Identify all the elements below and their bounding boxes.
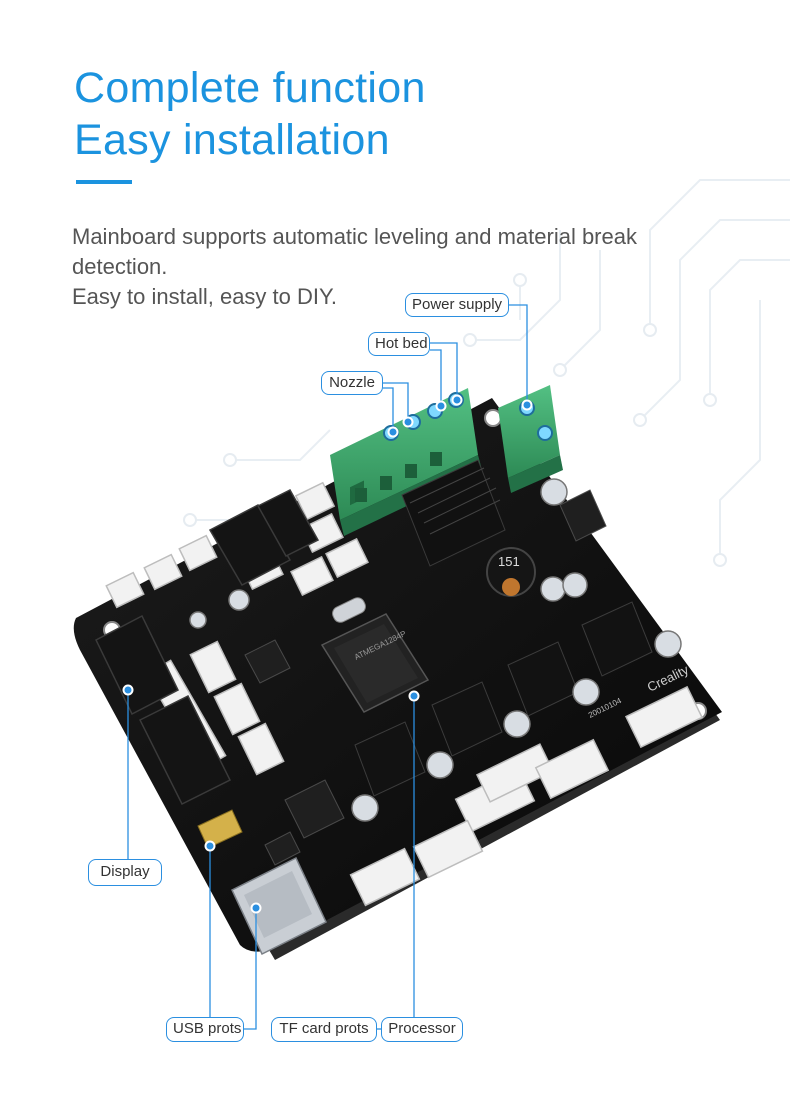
heatsink-driver-y xyxy=(431,681,503,757)
capacitors xyxy=(189,478,682,822)
terminal-block-power xyxy=(498,385,563,493)
box-headers xyxy=(95,489,320,806)
inductor: 151 xyxy=(486,547,536,597)
callout-processor: Processor xyxy=(381,1017,463,1042)
description: Mainboard supports automatic leveling an… xyxy=(72,222,712,312)
callout-nozzle: Nozzle xyxy=(321,371,383,395)
processor-chip: ATMEGA1284P xyxy=(320,613,430,713)
headline: Complete function Easy installation xyxy=(74,62,426,166)
inductor-label: 151 xyxy=(498,554,520,569)
tf-card-slot xyxy=(231,856,327,956)
description-line-1: Mainboard supports automatic leveling an… xyxy=(72,224,637,279)
heatsink-driver-x xyxy=(354,721,426,797)
callout-hot-bed: Hot bed xyxy=(368,332,430,356)
headline-line-2: Easy installation xyxy=(74,116,390,164)
heatsink-driver-e xyxy=(581,601,653,677)
callout-power-supply: Power supply xyxy=(405,293,509,317)
headline-line-1: Complete function xyxy=(74,64,426,112)
callout-usb: USB prots xyxy=(166,1017,244,1042)
callout-display: Display xyxy=(88,859,162,886)
description-line-2: Easy to install, easy to DIY. xyxy=(72,284,337,309)
accent-divider xyxy=(76,180,132,184)
usb-port xyxy=(197,809,243,849)
callout-tf-card: TF card prots xyxy=(271,1017,377,1042)
heatsink-mosfet xyxy=(401,459,506,567)
